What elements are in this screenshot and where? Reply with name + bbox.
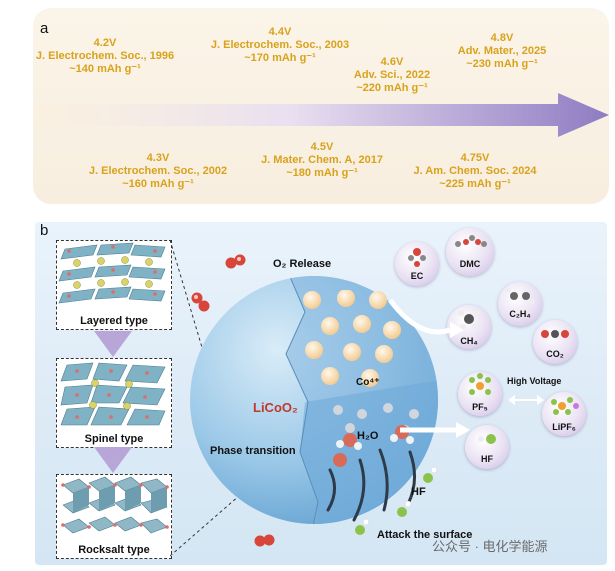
o2-release-label: O₂ Release [273,258,332,270]
dmc-label: DMC [459,259,481,269]
o2-molecule-icon [225,254,246,269]
milestone-journal: J. Am. Chem. Soc. 2024 [413,165,537,177]
milestone-journal: J. Electrochem. Soc., 2002 [88,165,228,177]
milestone-journal: Adv. Mater., 2025 [457,45,547,57]
co-ion-label: Co⁴⁺ [356,377,380,388]
spinel-structure-icon [60,362,166,426]
milestone-capacity: ~180 mAh g⁻¹ [286,167,358,179]
milestone-journal: J. Electrochem. Soc., 2003 [210,39,350,51]
c2h4-molecule: C₂H₄ [498,282,542,326]
rocksalt-structure-icon [61,476,169,534]
layered-structure-box: Layered type [56,240,172,330]
milestone-journal: Adv. Sci., 2022 [353,69,431,81]
milestone-voltage: 4.75V [460,152,490,164]
co2-label: CO₂ [546,349,564,359]
milestone-capacity: ~220 mAh g⁻¹ [356,82,428,94]
co-ion-cluster [303,290,401,387]
pf5-structure-icon [469,373,491,395]
milestone-voltage: 4.2V [93,37,117,49]
hf-molecule: HF [465,425,509,469]
milestone-voltage: 4.8V [490,32,514,44]
milestone-voltage: 4.5V [310,141,334,153]
h2o-label: H₂O [357,430,379,442]
attack-surface-label: Attack the surface [377,529,473,541]
panel-a-label: a [40,20,49,37]
co2-molecule: CO₂ [533,320,577,364]
c2h4-label: C₂H₄ [509,309,531,319]
milestone-voltage: 4.6V [380,56,404,68]
watermark-text: 公众号 · 电化学能源 [432,539,548,554]
dmc-molecule: DMC [446,228,494,276]
co2-structure-icon [541,330,569,338]
milestone-capacity: ~225 mAh g⁻¹ [439,178,511,190]
ec-molecule: EC [395,242,439,286]
hf-label: HF [411,486,426,498]
milestone-journal: J. Electrochem. Soc., 1996 [35,50,175,62]
rocksalt-type-label: Rocksalt type [78,544,150,556]
dmc-structure-icon [455,235,487,247]
ch4-structure-icon [458,310,480,330]
licoo2-label: LiCoO₂ [253,400,298,415]
panel-b-label: b [40,222,49,239]
milestone-voltage: 4.3V [146,152,170,164]
timeline-arrow [33,93,609,137]
ch4-label: CH₄ [460,336,478,346]
milestone-capacity: ~160 mAh g⁻¹ [122,178,194,190]
layered-type-label: Layered type [80,315,148,327]
milestone-capacity: ~140 mAh g⁻¹ [69,63,141,75]
phase-transition-label: Phase transition [210,445,296,457]
layered-structure-icon [58,242,166,304]
hf-molecule-label: HF [481,454,493,464]
lipf6-structure-icon [551,397,579,415]
milestone-capacity: ~170 mAh g⁻¹ [244,52,316,64]
milestone-capacity: ~230 mAh g⁻¹ [466,58,538,70]
double-arrow-icon [508,395,544,405]
release-arrows [388,298,470,438]
rocksalt-structure-box: Rocksalt type [56,474,172,559]
down-arrow-icon [94,331,132,357]
milestone-journal: J. Mater. Chem. A, 2017 [261,154,383,166]
c2h4-structure-icon [505,287,535,305]
pf5-label: PF₅ [472,402,488,412]
lipf6-molecule: LiPF₆ [542,392,586,436]
lipf6-label: LiPF₆ [552,422,576,432]
down-arrow-icon [94,447,132,473]
spinel-structure-box: Spinel type [56,358,172,448]
ec-label: EC [410,271,424,281]
high-voltage-label: High Voltage [507,376,562,386]
hf-structure-icon [478,434,496,444]
spinel-type-label: Spinel type [84,433,144,445]
o2-molecule-icon [191,292,210,312]
ec-structure-icon [408,248,426,267]
licoo2-particle [190,276,438,524]
pf5-molecule: PF₅ [458,372,502,416]
milestone-voltage: 4.4V [268,26,292,38]
o2-molecule-icon [254,534,275,547]
